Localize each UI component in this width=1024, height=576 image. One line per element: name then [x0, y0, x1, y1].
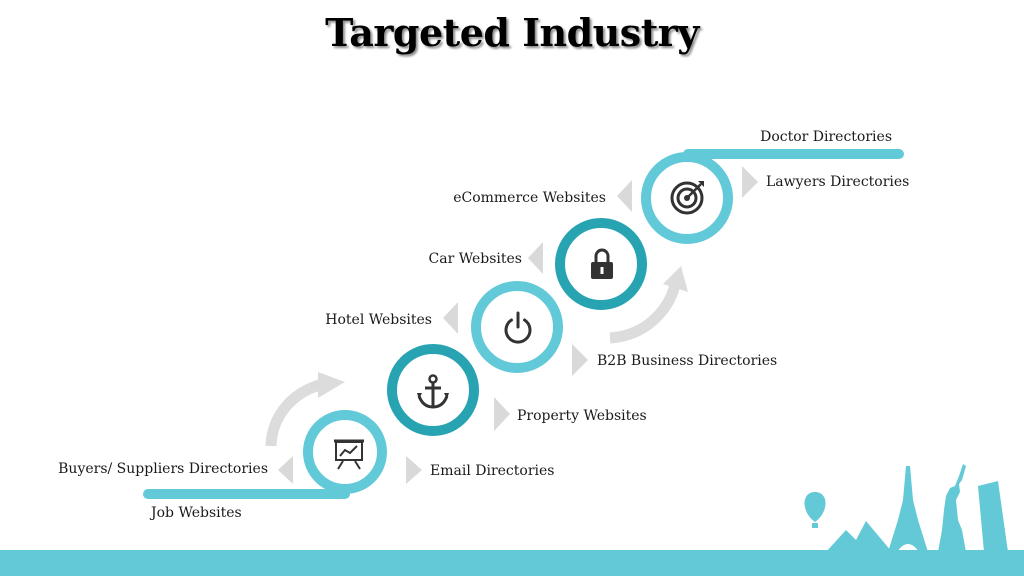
- anchor-icon: [417, 374, 449, 409]
- label-lawyers-directories: Lawyers Directories: [766, 174, 909, 190]
- presentation-chart-icon: [334, 439, 364, 470]
- pointer-right-2: [494, 397, 510, 431]
- pointer-left-4: [528, 242, 543, 274]
- label-hotel-websites: Hotel Websites: [325, 312, 432, 328]
- label-property-websites: Property Websites: [517, 408, 647, 424]
- pointer-triangles: [278, 166, 758, 484]
- pointer-right-5: [742, 166, 758, 198]
- curved-arrow-right-head: [663, 266, 688, 292]
- curved-arrow-left-head: [318, 372, 345, 398]
- hot-air-balloon-icon: [804, 492, 826, 528]
- curved-arrow-left: [265, 378, 325, 447]
- leaning-tower-icon: [978, 481, 1008, 552]
- pointer-left-1: [278, 456, 293, 484]
- label-b2b-business-directories: B2B Business Directories: [597, 353, 777, 369]
- label-email-directories: Email Directories: [430, 463, 554, 479]
- pyramids-icon: [826, 521, 892, 552]
- landmarks-silhouette: [804, 464, 1008, 552]
- label-doctor-directories: Doctor Directories: [760, 129, 892, 145]
- page-title: Targeted Industry: [325, 10, 699, 55]
- footer-band: [0, 550, 1024, 576]
- label-car-websites: Car Websites: [429, 251, 522, 267]
- pointer-right-3: [572, 344, 588, 376]
- curved-arrow-right: [609, 283, 681, 344]
- power-icon: [504, 311, 532, 344]
- lock-icon: [591, 248, 613, 279]
- statue-of-liberty-icon: [938, 464, 966, 552]
- pointer-left-3: [443, 302, 458, 334]
- pointer-right-1: [406, 456, 422, 484]
- pointer-left-5: [617, 180, 632, 212]
- eiffel-tower-icon: [888, 466, 928, 552]
- label-ecommerce-websites: eCommerce Websites: [453, 190, 606, 206]
- target-icon: [670, 181, 704, 215]
- label-buyers-suppliers-directories: Buyers/ Suppliers Directories: [58, 461, 268, 477]
- label-job-websites: Job Websites: [149, 505, 242, 521]
